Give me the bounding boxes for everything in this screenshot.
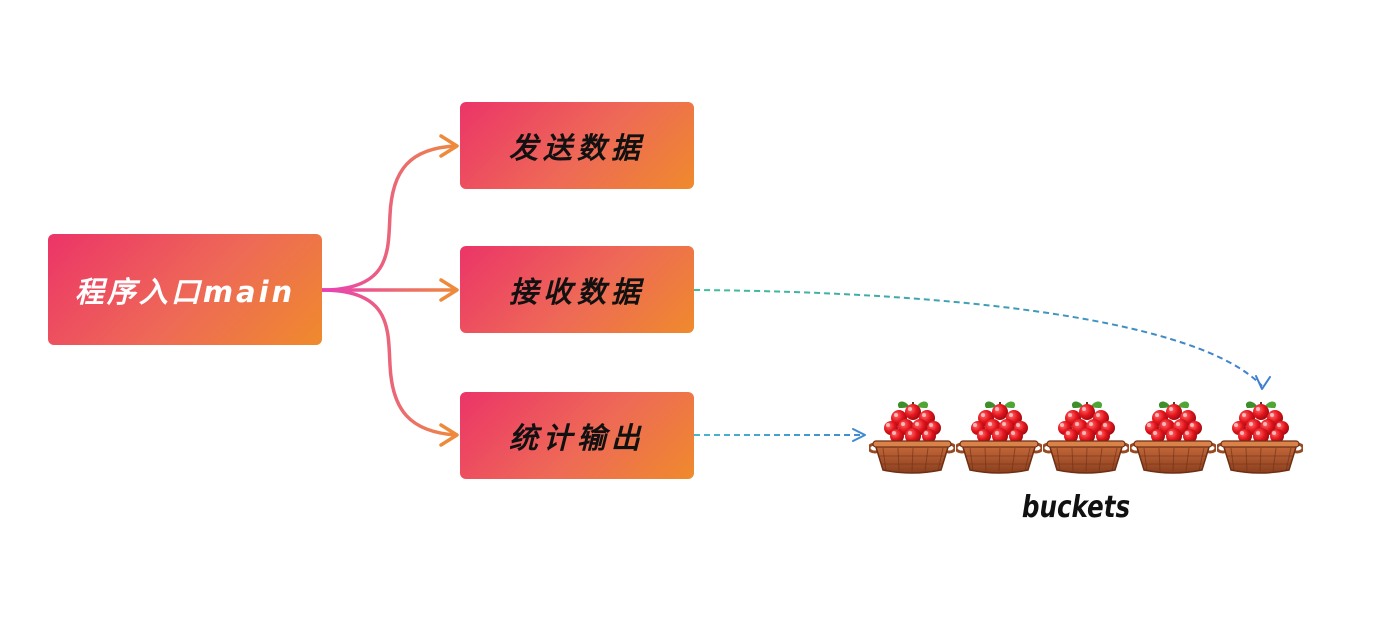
node-program-entry[interactable]: 程序入口main — [48, 234, 322, 345]
arrowhead-receive — [439, 278, 459, 302]
apple-basket-icon — [1041, 396, 1131, 476]
arrowhead-bucket-receive — [1255, 375, 1271, 390]
buckets-label: buckets — [1021, 490, 1131, 525]
node-receive-data-label: 接收数据 — [508, 274, 645, 309]
branch-line-to-send — [320, 144, 458, 292]
arrowhead-bucket-stats — [852, 428, 866, 442]
node-send-data-label: 发送数据 — [508, 130, 645, 165]
branch-line-to-stats — [320, 288, 458, 437]
node-send-data[interactable]: 发送数据 — [460, 102, 694, 189]
apple-basket-icon — [1128, 396, 1218, 476]
arrowhead-stats — [439, 423, 459, 447]
arrowhead-send — [439, 134, 459, 158]
apple-basket-icon — [1215, 396, 1305, 476]
node-stats-output[interactable]: 统计输出 — [460, 392, 694, 479]
dashed-arrow-receive-to-bucket — [693, 289, 1263, 387]
node-receive-data[interactable]: 接收数据 — [460, 246, 694, 333]
apple-basket-icon — [867, 396, 957, 476]
node-program-entry-label: 程序入口main — [74, 274, 296, 309]
apple-basket-icon — [954, 396, 1044, 476]
node-stats-output-label: 统计输出 — [508, 420, 645, 455]
